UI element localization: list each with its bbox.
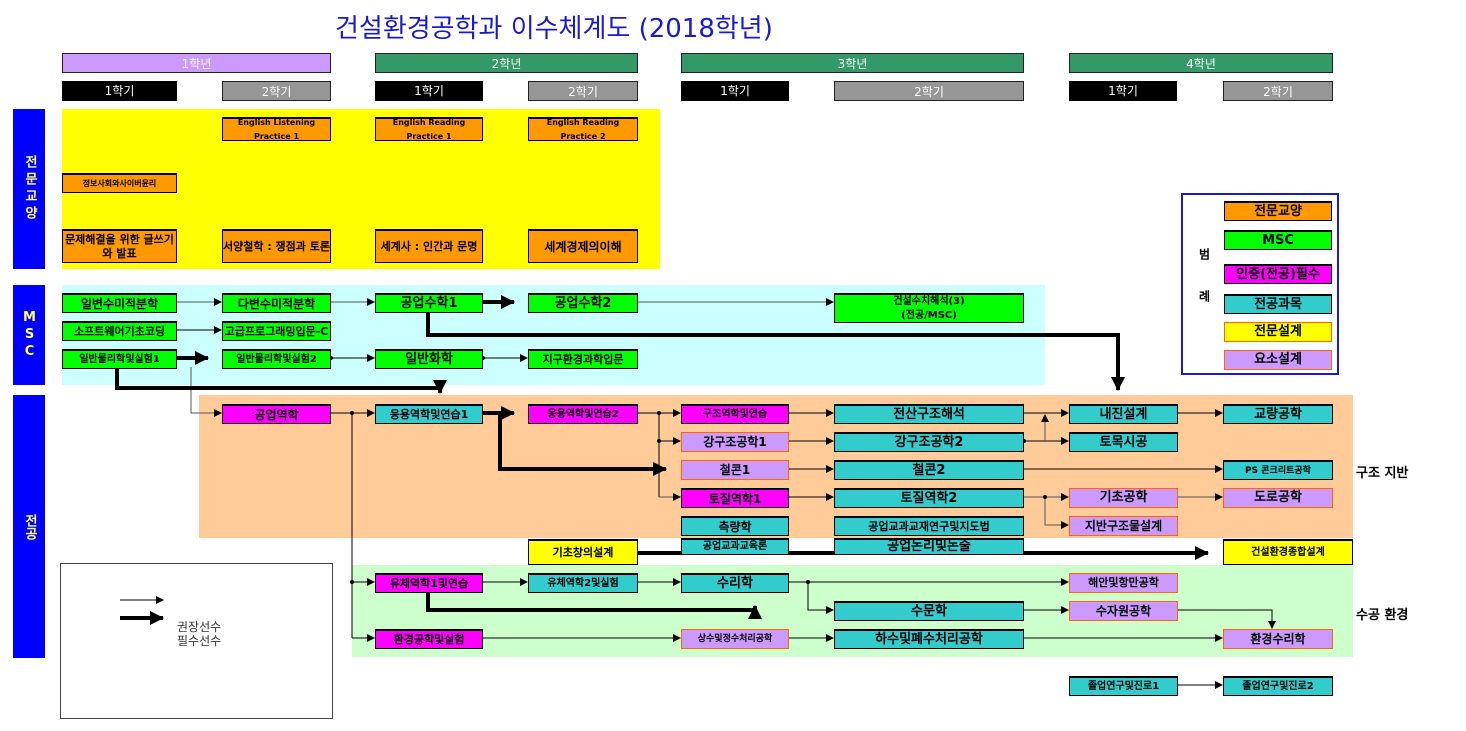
course-logic-writing[interactable]: 공업논리및논술 — [834, 538, 1024, 555]
course-geo-structure-design[interactable]: 지반구조물설계 — [1069, 516, 1178, 536]
course-seismic-design[interactable]: 내진설계 — [1069, 404, 1178, 424]
course-earth-env-science[interactable]: 지구환경과학입문 — [528, 349, 638, 369]
course-grad-research-1[interactable]: 졸업연구및진로1 — [1069, 676, 1178, 696]
course-edu-theory[interactable]: 공업교과교육론 — [681, 538, 789, 555]
course-soil-mechanics-2[interactable]: 토질역학2 — [834, 488, 1024, 508]
course-english-reading-1[interactable]: English Reading Practice 1 — [375, 117, 483, 141]
course-english-reading-2[interactable]: English Reading Practice 2 — [528, 117, 638, 141]
course-chemistry[interactable]: 일반화학 — [375, 349, 483, 369]
legend-item-general: 전문교양 — [1224, 201, 1332, 221]
section-label-msc: MSC — [13, 285, 45, 385]
course-surveying[interactable]: 측량학 — [681, 516, 789, 536]
color-legend — [1181, 193, 1339, 375]
legend-required-label: 필수선수 — [177, 634, 222, 648]
year-header-2: 2학년 — [375, 53, 638, 73]
course-eng-math-2[interactable]: 공업수학2 — [528, 293, 638, 313]
track-label-structure: 구조 지반 — [1356, 466, 1409, 481]
course-computational-structures[interactable]: 전산구조해석 — [834, 404, 1024, 424]
course-rc-2[interactable]: 철콘2 — [834, 460, 1024, 480]
semester-3-2: 2학기 — [834, 81, 1024, 101]
legend-item-required: 인증(전공)필수 — [1224, 264, 1332, 284]
semester-4-2: 2학기 — [1223, 81, 1333, 101]
section-label-general-text: 전문교양 — [22, 155, 37, 223]
legend-item-msc: MSC — [1224, 230, 1332, 250]
section-label-major-text: 전공 — [22, 513, 37, 540]
semester-1-1: 1학기 — [62, 81, 177, 101]
course-fluid-mechanics-2[interactable]: 유체역학2및실험 — [528, 573, 638, 593]
course-english-listening-1[interactable]: English Listening Practice 1 — [222, 117, 331, 141]
arrow-required-fluid1-hydraulics — [426, 591, 762, 619]
course-bridge-eng[interactable]: 교량공학 — [1223, 404, 1333, 424]
course-grad-research-2[interactable]: 졸업연구및진로2 — [1223, 676, 1333, 696]
legend-item-design: 전문설계 — [1224, 322, 1332, 342]
course-calculus-2[interactable]: 다변수미적분학 — [222, 293, 331, 313]
course-water-resources[interactable]: 수자원공학 — [1069, 601, 1178, 621]
course-road-eng[interactable]: 도로공학 — [1223, 488, 1333, 508]
course-applied-mechanics-2[interactable]: 응용역학및연습2 — [528, 404, 638, 424]
course-env-hydraulics[interactable]: 환경수리학 — [1223, 629, 1333, 649]
course-applied-mechanics-1[interactable]: 응용역학및연습1 — [375, 404, 483, 424]
semester-4-1: 1학기 — [1069, 81, 1177, 101]
course-writing[interactable]: 문제해결을 위한 글쓰기와 발표 — [62, 229, 177, 263]
course-structural-mechanics[interactable]: 구조역학및연습 — [681, 404, 789, 424]
semester-2-2: 2학기 — [528, 81, 638, 101]
course-rc-1[interactable]: 철콘1 — [681, 460, 789, 480]
course-physics-2[interactable]: 일반물리학및실험2 — [222, 349, 331, 369]
year-header-4: 4학년 — [1069, 53, 1333, 73]
legend-item-major: 전공과목 — [1224, 294, 1332, 314]
course-steel-structures-2[interactable]: 강구조공학2 — [834, 432, 1024, 452]
course-env-eng-lab[interactable]: 환경공학및실험 — [375, 629, 483, 649]
arrow-required-physics1-appmech1 — [115, 367, 447, 394]
legend-item-element-design: 요소설계 — [1224, 350, 1332, 370]
course-teaching-method[interactable]: 공업교과교재연구및지도법 — [834, 516, 1024, 536]
course-numerical-analysis[interactable]: 건설수치해석(3) (전공/MSC) — [834, 293, 1024, 323]
course-sw-coding[interactable]: 소프트웨어기초코딩 — [62, 321, 177, 341]
semester-2-1: 1학기 — [375, 81, 483, 101]
course-world-economy[interactable]: 세계경제의이해 — [528, 229, 638, 263]
arrow-legend-labels: 권장선수 필수선수 — [177, 620, 221, 648]
course-hydrology[interactable]: 수문학 — [834, 601, 1024, 621]
course-calculus-1[interactable]: 일변수미적분학 — [62, 293, 177, 313]
course-eng-math-1[interactable]: 공업수학1 — [375, 293, 483, 313]
page-title: 건설환경공학과 이수체계도 (2018학년) — [335, 14, 773, 44]
legend-recommended-label: 권장선수 — [177, 620, 222, 634]
arrow-soil2-geodesign — [1044, 497, 1069, 529]
semester-1-2: 2학기 — [222, 81, 331, 101]
course-fluid-mechanics-1[interactable]: 유체역학1및연습 — [375, 573, 483, 593]
course-world-history[interactable]: 세계사 : 인간과 문명 — [375, 229, 483, 263]
section-label-msc-text: MSC — [22, 309, 37, 361]
arrow-required-appmech1-rc1 — [498, 413, 667, 476]
legend-title-text: 범례 — [1197, 248, 1211, 332]
course-physics-1[interactable]: 일반물리학및실험1 — [62, 349, 177, 369]
course-philosophy[interactable]: 서양철학 : 쟁점과 토론 — [222, 229, 331, 263]
arrow-hydraulics-hydrology — [807, 582, 834, 614]
course-capstone-design[interactable]: 건설환경종합설계 — [1223, 539, 1353, 565]
semester-3-1: 1학기 — [681, 81, 789, 101]
arrow-legend — [60, 563, 333, 719]
track-label-water-env: 수공 환경 — [1356, 608, 1409, 623]
course-steel-structures-1[interactable]: 강구조공학1 — [681, 432, 789, 452]
course-foundation-eng[interactable]: 기초공학 — [1069, 488, 1178, 508]
course-hydraulics[interactable]: 수리학 — [681, 573, 789, 593]
course-programming-c[interactable]: 고급프로그래밍입문-C — [222, 321, 331, 341]
legend-title: 범례 — [1196, 248, 1213, 335]
section-label-major: 전공 — [13, 395, 45, 658]
year-header-1: 1학년 — [62, 53, 331, 73]
arrow-physics1-engmech — [190, 367, 222, 417]
course-soil-mechanics-1[interactable]: 토질역학1 — [681, 488, 789, 508]
course-coastal-eng[interactable]: 해안및항만공학 — [1069, 573, 1178, 593]
course-water-supply[interactable]: 상수및정수처리공학 — [681, 629, 789, 649]
course-ps-concrete[interactable]: PS 콘크리트공학 — [1223, 460, 1333, 480]
arrow-waterres-envhyd — [1178, 609, 1276, 629]
year-header-3: 3학년 — [681, 53, 1024, 73]
section-label-general: 전문교양 — [13, 109, 45, 269]
course-eng-mechanics[interactable]: 공업역학 — [222, 404, 331, 424]
course-construction[interactable]: 토목시공 — [1069, 432, 1178, 452]
arrow-required-engmath1-seismic — [426, 313, 1125, 391]
course-info-ethics[interactable]: 정보사회와사이버윤리 — [62, 173, 177, 193]
course-basic-design[interactable]: 기초창의설계 — [528, 539, 638, 565]
course-wastewater[interactable]: 하수및폐수처리공학 — [834, 629, 1024, 649]
